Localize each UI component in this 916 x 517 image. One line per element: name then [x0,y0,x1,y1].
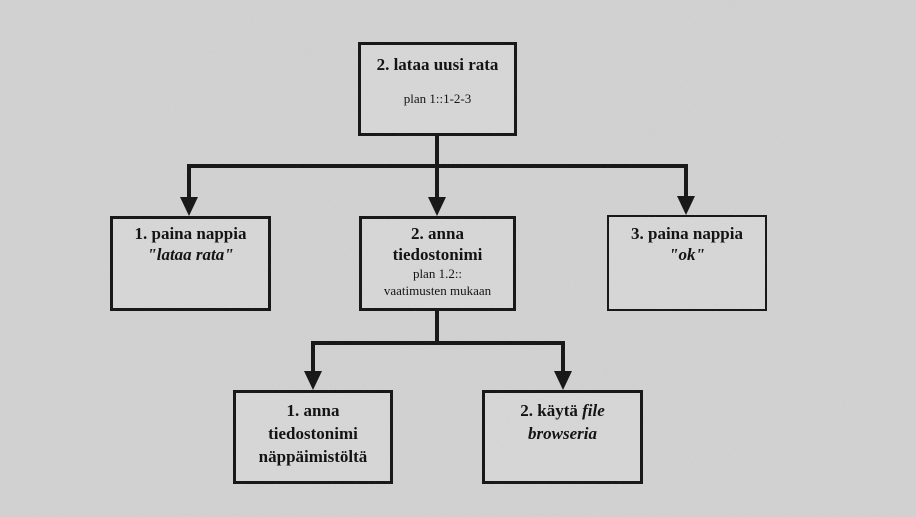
node-button-label: "ok" [669,245,705,264]
node-press-load-button: 1. paina nappia "lataa rata" [110,216,271,311]
node-plan-note: vaatimusten mukaan [383,283,492,298]
arrowhead-type-name [304,371,322,390]
arrowhead-file-browse [554,371,572,390]
node-button-label: "lataa rata" [147,245,234,264]
node-line1: 1. anna [286,401,340,420]
node-line1-prefix: 2. käytä [520,401,578,420]
node-plan-reference: plan 1::1-2-3 [403,91,472,106]
node-use-file-browser: 2. käytä file browseria [482,390,643,484]
node-title-line1: 2. anna [411,224,464,243]
node-title: 2. lataa uusi rata [376,55,499,74]
node-give-filename: 2. anna tiedostonimi plan 1.2:: vaatimus… [359,216,516,311]
arrowhead-press-load [180,197,198,216]
node-title-line2: tiedostonimi [392,245,483,264]
node-line1-italic: file [582,401,605,420]
node-line2: tiedostonimi [268,424,358,443]
node-line3: näppäimistöltä [258,447,368,466]
node-line1: 2. käytä file [485,399,640,422]
node-press-ok-button: 3. paina nappia "ok" [607,215,767,311]
arrowhead-give-name [428,197,446,216]
node-type-filename-keyboard: 1. anna tiedostonimi näppäimistöltä [233,390,393,484]
node-title: 3. paina nappia [631,224,743,243]
node-title: 1. paina nappia [134,224,247,243]
node-load-new-track: 2. lataa uusi rata plan 1::1-2-3 [358,42,517,136]
node-line2-italic: browseria [528,424,597,443]
node-plan-reference: plan 1.2:: [412,266,463,281]
arrowhead-press-ok [677,196,695,215]
